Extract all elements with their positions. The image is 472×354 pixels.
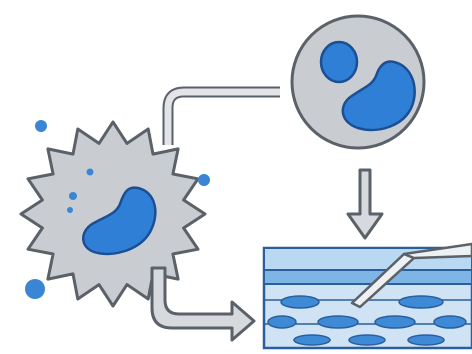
tissue-cell: [375, 316, 415, 328]
granule-icon: [67, 207, 73, 213]
tissue-cell: [434, 316, 466, 328]
particle-icon: [198, 174, 210, 186]
tissue-cell: [268, 316, 296, 328]
elbow-connector-top: [168, 92, 280, 145]
particle-icon: [35, 120, 47, 132]
tissue-cell: [399, 296, 443, 308]
granule-icon: [87, 169, 94, 176]
granule-icon: [69, 192, 77, 200]
spiky-cell-icon: [21, 122, 205, 306]
tissue-cell: [281, 296, 319, 308]
small-nucleus-icon: [321, 42, 357, 82]
tissue-cell: [408, 335, 444, 345]
tissue-cell: [294, 335, 330, 345]
round-cell-icon: [292, 16, 424, 148]
tissue-cell: [349, 335, 385, 345]
down-arrow-icon: [348, 170, 382, 238]
elbow-arrow-icon: [152, 268, 254, 340]
tissue-cell: [318, 316, 358, 328]
particle-icon: [25, 279, 45, 299]
